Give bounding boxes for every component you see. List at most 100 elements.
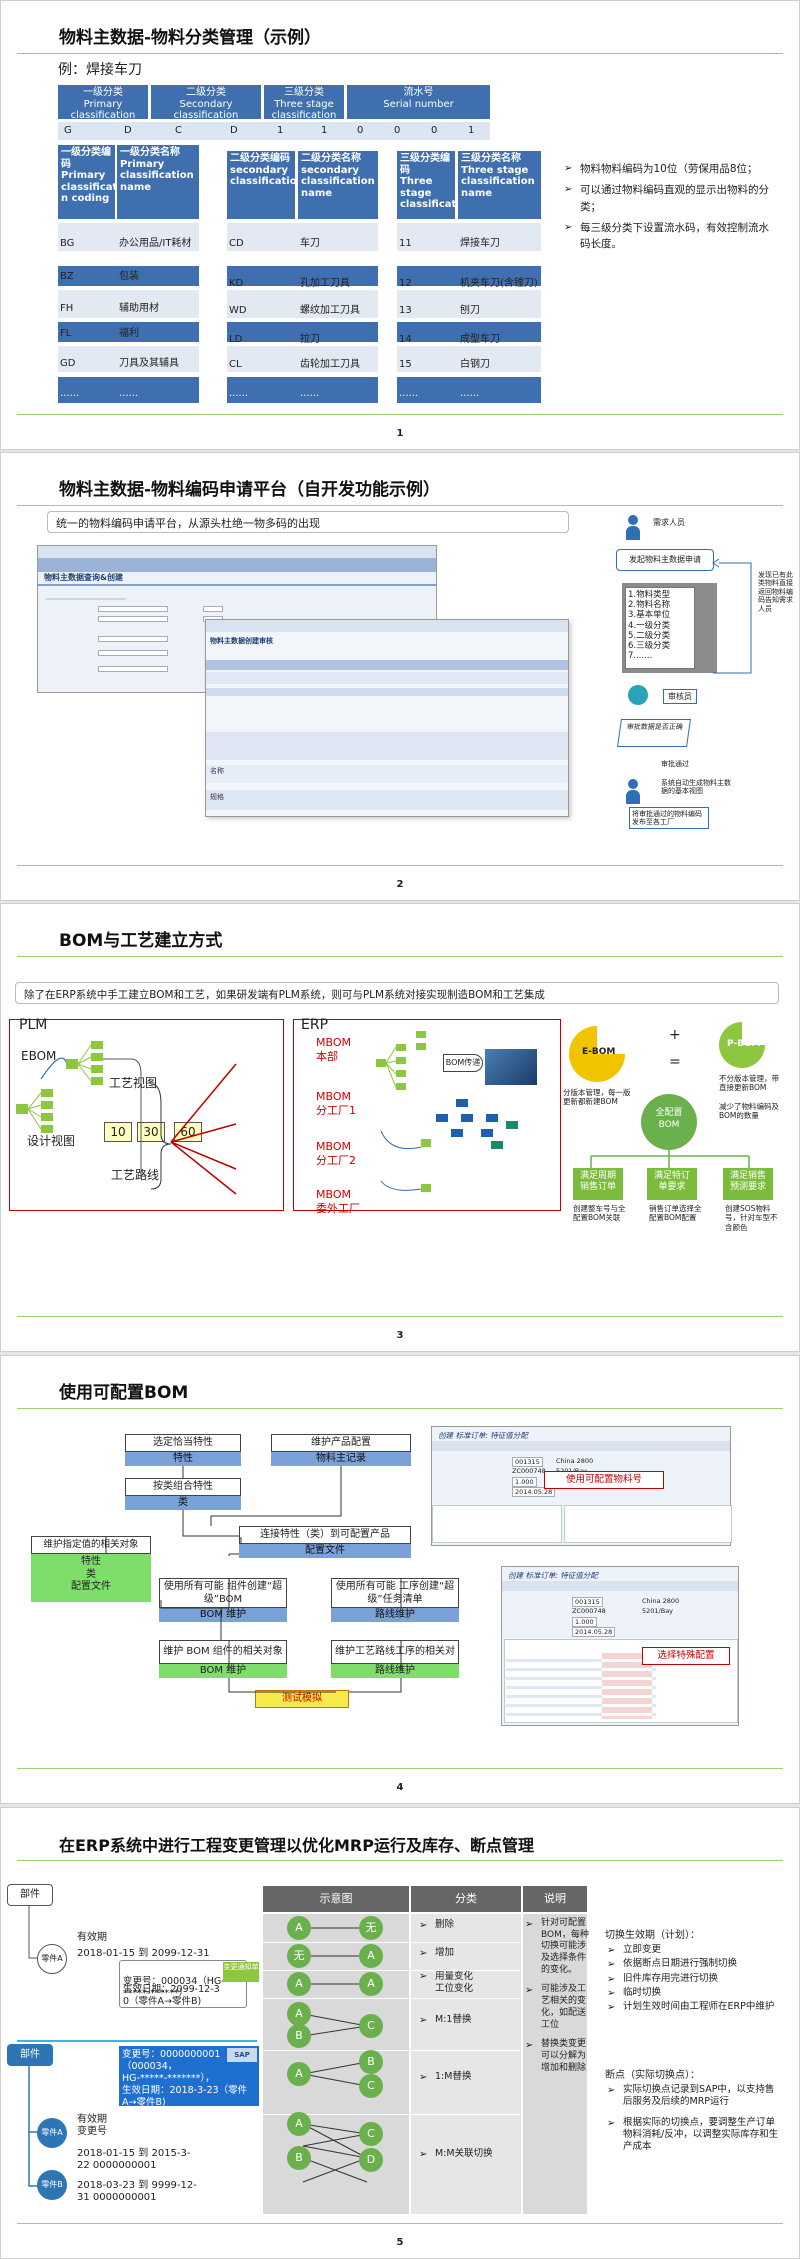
- part-a-circle: 零件A: [37, 1944, 67, 1974]
- breakpoint-item: 根据实际的切换点，要调整生产订单物料消耗/反冲，以调整实际库存和生产成本: [607, 2117, 783, 2154]
- plm-tree-diagram: [16, 1041, 237, 1195]
- change-badge: 变更通知单: [223, 1962, 259, 1982]
- node-a: A: [287, 2002, 311, 2026]
- flow-green-objects: 特性 类 配置文件: [31, 1554, 151, 1602]
- code-char: D: [230, 125, 238, 136]
- flow-connectors: [105, 1466, 402, 1693]
- screen-value: 2014.05.28: [512, 1487, 556, 1497]
- order-screen-1: 创建 标准订单: 特征值分配 001315 China 2800 ZC00074…: [431, 1426, 732, 1546]
- title-rule: [17, 1860, 783, 1861]
- audit-row-label: 名称: [210, 767, 224, 775]
- plan-item: 依据断点日期进行强制切换: [607, 1958, 783, 1971]
- mbom-item: MBOM 委外工厂: [316, 1188, 360, 1215]
- mbom-item: MBOM 分工厂2: [316, 1140, 356, 1167]
- right-heading-plan: 切换生效期（计划）：: [605, 1930, 700, 1941]
- flow-check-label: 审批数据是否正确: [626, 723, 684, 731]
- primary-code: BG: [60, 238, 75, 249]
- validity-range: 2018-01-15 到 2099-12-31: [77, 1948, 210, 1959]
- code-char: G: [64, 125, 72, 136]
- test-simulation: 测试模拟: [255, 1690, 349, 1708]
- validity-label-2: 有效期 变更号: [77, 2114, 107, 2137]
- ebom-pie: [569, 1026, 625, 1082]
- erp-label: ERP: [301, 1017, 329, 1033]
- type-item: M:1替换: [419, 2013, 519, 2028]
- secondary-name: ......: [300, 388, 320, 399]
- type-column: [411, 1914, 521, 2214]
- primary-code: ......: [60, 388, 80, 399]
- plm-frame: [9, 1019, 284, 1211]
- desc-item: 可能涉及工艺相关的变化，如配送工位: [525, 1984, 591, 2031]
- footer-rule: [17, 1768, 783, 1769]
- callout-configurable: 使用可配置物料号: [544, 1471, 664, 1489]
- screen-value: China 2800: [642, 1597, 680, 1605]
- note-item: 每三级分类下设置流水码，有效控制流水码长度。: [564, 220, 769, 253]
- primary-code: BZ: [60, 271, 74, 282]
- code-row: [58, 122, 490, 140]
- three-code: 11: [399, 238, 412, 249]
- classification-notes: 物料物料编码为10位（劳保用品8位； 可以通过物料编码直观的显示出物料的分类； …: [564, 161, 769, 257]
- code-char: C: [175, 125, 182, 136]
- node-a: A: [287, 2112, 311, 2136]
- screen-value: ZC000748: [512, 1467, 546, 1475]
- slide-title: 使用可配置BOM: [59, 1383, 189, 1403]
- change-descriptions: 针对可配置BOM，每种切换可能涉及选择条件的变化。 可能涉及工艺相关的变化，如配…: [525, 1918, 591, 2079]
- screen-value: 2014.05.28: [572, 1627, 616, 1637]
- full-bom-note: 减少了物料编码及BOM的数量: [719, 1102, 779, 1121]
- type-item: 用量变化 工位变化: [419, 1971, 519, 1994]
- slide-title: 物料主数据-物料编码申请平台（自开发功能示例）: [59, 480, 441, 500]
- three-name: 焊接车刀: [460, 238, 500, 249]
- material-audit-window: 物料主数据创建审核 编码 名称 规格: [205, 619, 569, 817]
- col6-head: 三级分类名称 Three stage classification name: [458, 151, 541, 219]
- th-diagram: 示意图: [263, 1886, 409, 1912]
- plm-label: PLM: [19, 1017, 48, 1033]
- page-number: 5: [396, 2237, 404, 2248]
- primary-code: GD: [60, 358, 76, 369]
- pbom-note: 不分版本管理，带直接更新BOM: [719, 1074, 779, 1093]
- network-image: [485, 1049, 537, 1085]
- plus-sign: +: [669, 1027, 681, 1043]
- person-icon: [626, 779, 640, 805]
- breakpoint-list: 实际切换点记录到SAP中，以支持售后服务及后续的MRP运行 根据实际的切换点，要…: [607, 2084, 783, 2159]
- person-icon: [626, 515, 640, 541]
- ebom-label-pie: E-BOM: [582, 1047, 616, 1057]
- th-desc: 说明: [523, 1886, 587, 1912]
- green-box: 满足周期销售订单: [573, 1168, 623, 1200]
- flow-requester: 需求人员: [653, 518, 685, 527]
- page-number: 2: [396, 879, 404, 890]
- desc-item: 替换类变更可以分解为增加和删除: [525, 2039, 591, 2074]
- code-char: 1: [321, 125, 328, 136]
- subtitle-box: 统一的物料编码申请平台，从源头杜绝一物多码的出现: [47, 511, 569, 533]
- route-step: 30: [137, 1122, 165, 1142]
- example-label: 例：焊接车刀: [58, 62, 142, 78]
- change-diagrams: [302, 1927, 368, 2183]
- route-step: 60: [174, 1122, 202, 1142]
- breakpoint-item: 实际切换点记录到SAP中，以支持售后服务及后续的MRP运行: [607, 2084, 783, 2109]
- secondary-code: CD: [229, 238, 244, 249]
- desc-item: 针对可配置BOM，每种切换可能涉及选择条件的变化。: [525, 1918, 591, 1976]
- node-b: B: [359, 2050, 383, 2074]
- primary-code: FL: [60, 328, 72, 339]
- type-item: M:M关联切换: [419, 2147, 519, 2162]
- flow-maintain-config: 维护产品配置: [271, 1434, 411, 1452]
- head-serial: 流水号 Serial number: [347, 85, 490, 119]
- primary-name: 办公用品/IT耗材: [119, 238, 192, 249]
- flow-reviewer: 审核员: [663, 689, 697, 704]
- node-a: A: [287, 2062, 311, 2086]
- subtitle-box: 除了在ERP系统中手工建立BOM和工艺，如果研发端有PLM系统，则可与PLM系统…: [15, 982, 779, 1004]
- change-date: 生效日期：2099-12-3 0（零件A→零件B): [123, 1984, 220, 2007]
- screen-title: 创建 标准订单: 特征值分配: [508, 1571, 598, 1580]
- flow-side-note: 发现已有此类物料直接返回物料编码告知需求人员: [758, 571, 793, 613]
- flow-bar: 物料主记录: [271, 1452, 411, 1466]
- ebom-label: EBOM: [21, 1049, 57, 1063]
- plan-item: 立即变更: [607, 1944, 783, 1957]
- col4-head: 二级分类名称 secondary classification name: [298, 151, 378, 219]
- screen-value: China 2800: [556, 1457, 594, 1465]
- process-view-label: 工艺视图: [109, 1076, 158, 1090]
- primary-name: 辅助用材: [119, 303, 159, 314]
- flow-system: 系统自动生成物料主数据的基本视图: [661, 779, 731, 796]
- node-none: 无: [359, 1916, 383, 1940]
- equals-sign: =: [669, 1054, 681, 1070]
- three-name: 刨刀: [460, 305, 480, 316]
- code-char: D: [124, 125, 132, 136]
- slide-material-classification: 物料主数据-物料分类管理（示例） 例：焊接车刀 一级分类 Primary cla…: [0, 0, 800, 450]
